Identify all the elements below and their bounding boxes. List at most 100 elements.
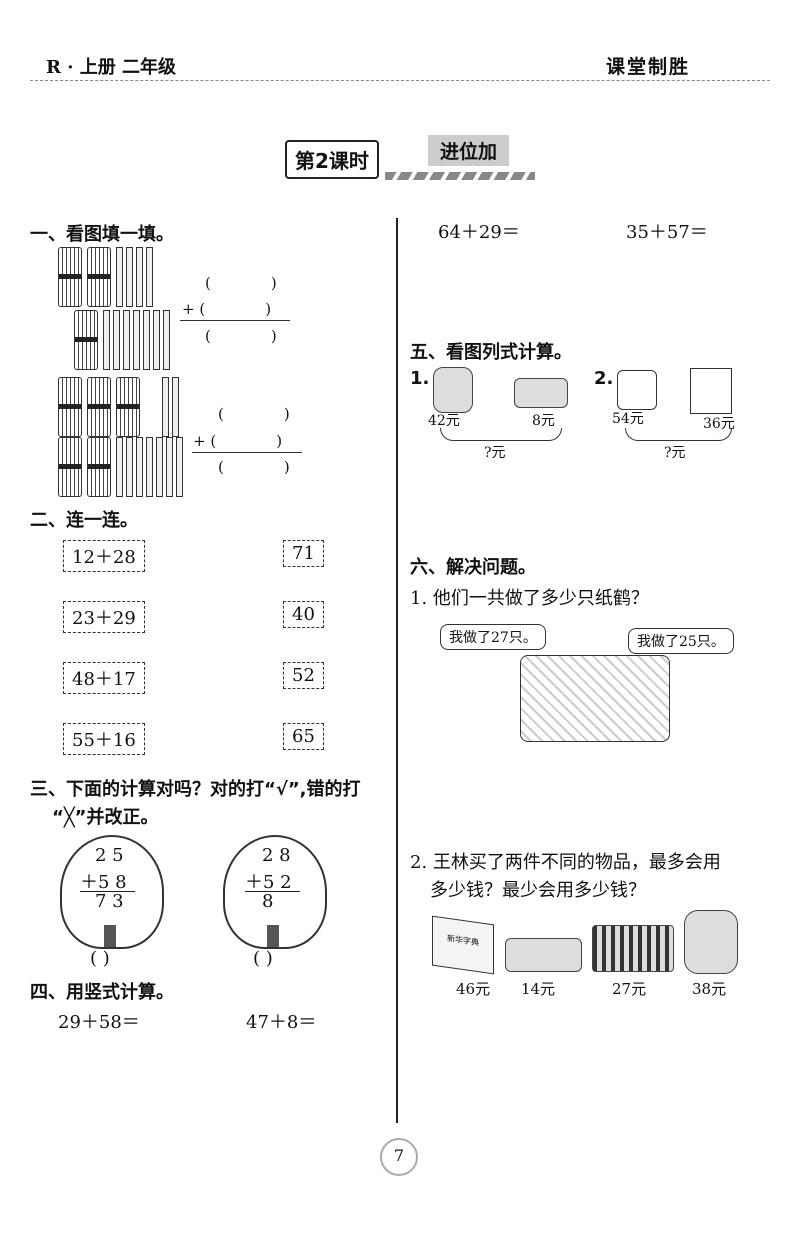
- backpack-icon: [433, 367, 473, 413]
- expr-box[interactable]: 48＋17: [63, 662, 145, 694]
- price: 46元: [456, 980, 491, 998]
- section1-heading: 一、看图填一填。: [30, 224, 174, 245]
- problem2-number: 2.: [594, 368, 614, 389]
- dictionary-icon: 新华字典: [432, 915, 494, 975]
- tree-trunk: [104, 925, 116, 947]
- stick: [163, 310, 171, 370]
- sum-question: ?元: [664, 445, 686, 461]
- ten-bundle: [58, 247, 82, 307]
- bundles-row4: [58, 437, 186, 501]
- header-left: R · 上册 二年级: [46, 57, 177, 78]
- lesson-title: 进位加: [428, 135, 510, 166]
- ten-bundle: [74, 310, 98, 370]
- ten-bundle: [87, 377, 112, 437]
- tree1-result: 7 3: [95, 891, 124, 912]
- bundles-row3: [58, 377, 182, 441]
- equation: 35＋57＝: [626, 222, 708, 243]
- bundles-row2: [74, 310, 173, 374]
- header-right: 课堂制胜: [605, 56, 690, 78]
- ten-bundle: [58, 437, 82, 497]
- brace: [625, 428, 732, 441]
- header-divider: [30, 80, 770, 81]
- stick: [103, 310, 111, 370]
- bundles-row1: [58, 247, 156, 311]
- stick: [123, 310, 131, 370]
- stick: [166, 437, 174, 497]
- question1: 1. 他们一共做了多少只纸鹤？: [410, 588, 649, 609]
- sum-line: [180, 320, 290, 321]
- ten-bundle: [87, 247, 112, 307]
- ten-bundle: [87, 437, 112, 497]
- blank[interactable]: ( ): [218, 458, 290, 476]
- expr-box[interactable]: 23＋29: [63, 601, 145, 633]
- result-box[interactable]: 40: [283, 601, 324, 628]
- expr-box[interactable]: 55＋16: [63, 723, 145, 755]
- question2-line2: 多少钱？最少会用多少钱？: [430, 880, 646, 901]
- stick: [116, 247, 124, 307]
- stick: [133, 310, 141, 370]
- tree2-answer[interactable]: ( ): [253, 948, 273, 969]
- tree2-line: [245, 891, 300, 892]
- section4-heading: 四、用竖式计算。: [30, 982, 174, 1003]
- stick: [116, 437, 124, 497]
- speech-bubble-left: 我做了27只。: [440, 624, 546, 650]
- backpack-icon: [684, 910, 738, 974]
- brace: [440, 428, 562, 441]
- pencil-case-icon: [514, 378, 568, 408]
- tree2-a: 2 8: [262, 845, 291, 866]
- blank[interactable]: + ( ): [182, 300, 272, 318]
- stick: [126, 437, 134, 497]
- stick: [136, 247, 144, 307]
- stick: [136, 437, 144, 497]
- price: 27元: [612, 980, 647, 998]
- section3-heading-cont: “╳”并改正。: [52, 807, 159, 828]
- blank[interactable]: ( ): [205, 274, 277, 292]
- section6-heading: 六、解决问题。: [410, 557, 536, 578]
- stick: [146, 437, 154, 497]
- tree-icon: [223, 835, 327, 949]
- lesson-label: 第2课时: [285, 140, 379, 179]
- blank[interactable]: ( ): [218, 405, 290, 423]
- stick: [156, 437, 164, 497]
- price: 38元: [692, 980, 727, 998]
- price: 14元: [521, 980, 556, 998]
- section2-heading: 二、连一连。: [30, 510, 138, 531]
- price-a: 42元: [428, 413, 460, 429]
- stick: [162, 377, 170, 437]
- stick: [176, 437, 184, 497]
- stick: [172, 377, 180, 437]
- result-box[interactable]: 65: [283, 723, 324, 750]
- tree1-a: 2 5: [95, 845, 124, 866]
- blank[interactable]: ( ): [205, 327, 277, 345]
- speech-bubble-right: 我做了25只。: [628, 628, 734, 654]
- tree2-result: 8: [262, 891, 274, 912]
- section5-heading: 五、看图列式计算。: [410, 342, 572, 363]
- stick: [146, 247, 154, 307]
- stick: [153, 310, 161, 370]
- lesson-stripes: [385, 172, 535, 180]
- result-box[interactable]: 52: [283, 662, 324, 689]
- price-c: 54元: [612, 411, 644, 427]
- problem1-number: 1.: [410, 368, 430, 389]
- tree1-b: ＋5 8: [80, 872, 127, 893]
- page-number: 7: [380, 1138, 418, 1176]
- markers-icon: [592, 925, 674, 972]
- column-divider: [396, 218, 398, 1123]
- sum-line: [192, 452, 302, 453]
- tree-trunk: [267, 925, 279, 947]
- price-b: 8元: [532, 413, 555, 429]
- tree2-b: ＋5 2: [245, 872, 292, 893]
- result-box[interactable]: 71: [283, 540, 324, 567]
- pants-icon: [690, 368, 732, 414]
- stick: [113, 310, 121, 370]
- pencil-case-icon: [505, 938, 582, 972]
- tree-icon: [60, 835, 164, 949]
- blank[interactable]: + ( ): [193, 432, 283, 450]
- stick: [143, 310, 151, 370]
- sum-question: ?元: [484, 445, 506, 461]
- section3-heading: 三、下面的计算对吗？对的打“√”,错的打: [30, 779, 361, 800]
- expr-box[interactable]: 12＋28: [63, 540, 145, 572]
- sweater-icon: [617, 370, 657, 410]
- kids-folding-cranes-illustration: [520, 655, 670, 742]
- tree1-answer[interactable]: ( ): [90, 948, 110, 969]
